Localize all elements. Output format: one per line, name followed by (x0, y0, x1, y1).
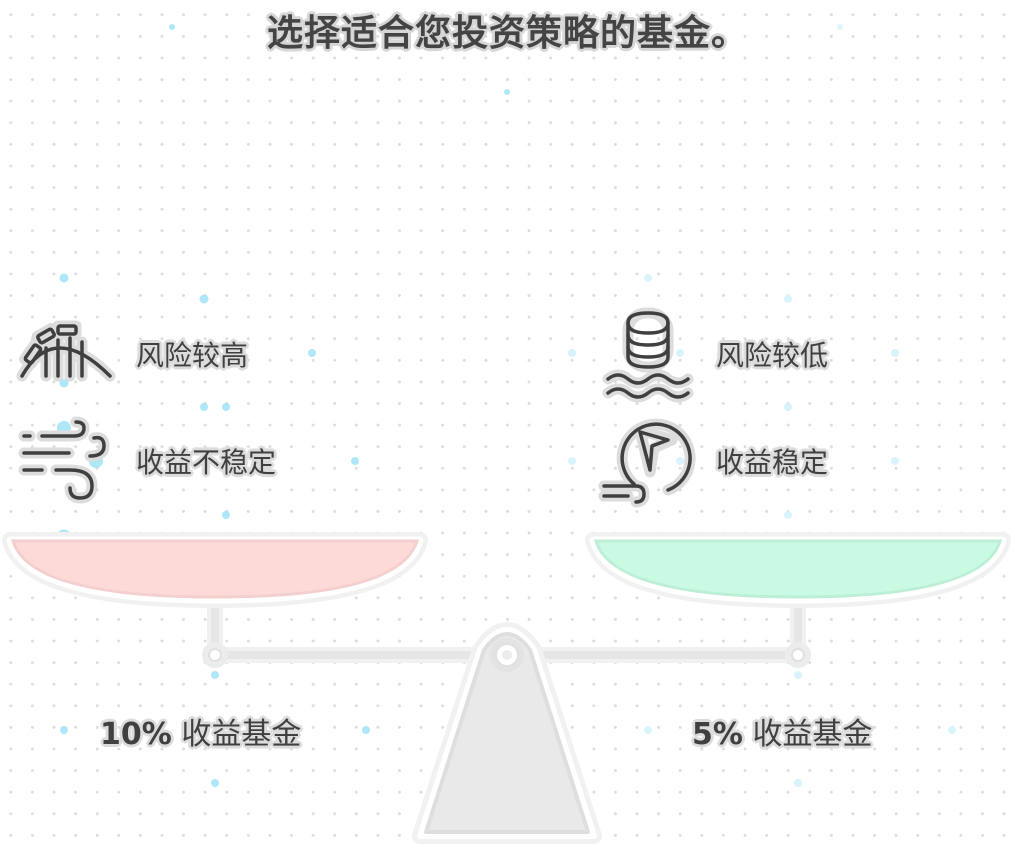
left-fund-percent: 10% (100, 717, 172, 752)
right-fund-percent: 5% (692, 717, 743, 752)
right-attribute-label-2: 收益稳定 (716, 446, 829, 479)
left-attribute-label-1: 风险较高 (136, 339, 249, 372)
right-fund-label: 5% 收益基金 (692, 709, 872, 753)
page-title: 选择适合您投资策略的基金。 (266, 12, 748, 54)
steady-compass-icon (598, 418, 696, 508)
left-attribute-label-2: 收益不稳定 (136, 446, 277, 479)
right-fund-text: 收益基金 (752, 717, 873, 752)
right-attribute-label-1: 风险较低 (716, 339, 829, 372)
roller-coaster-icon (16, 320, 116, 382)
left-fund-text: 收益基金 (181, 717, 302, 752)
left-fund-label: 10% 收益基金 (100, 709, 301, 753)
coins-on-water-icon (602, 307, 694, 403)
wind-icon (18, 416, 110, 504)
